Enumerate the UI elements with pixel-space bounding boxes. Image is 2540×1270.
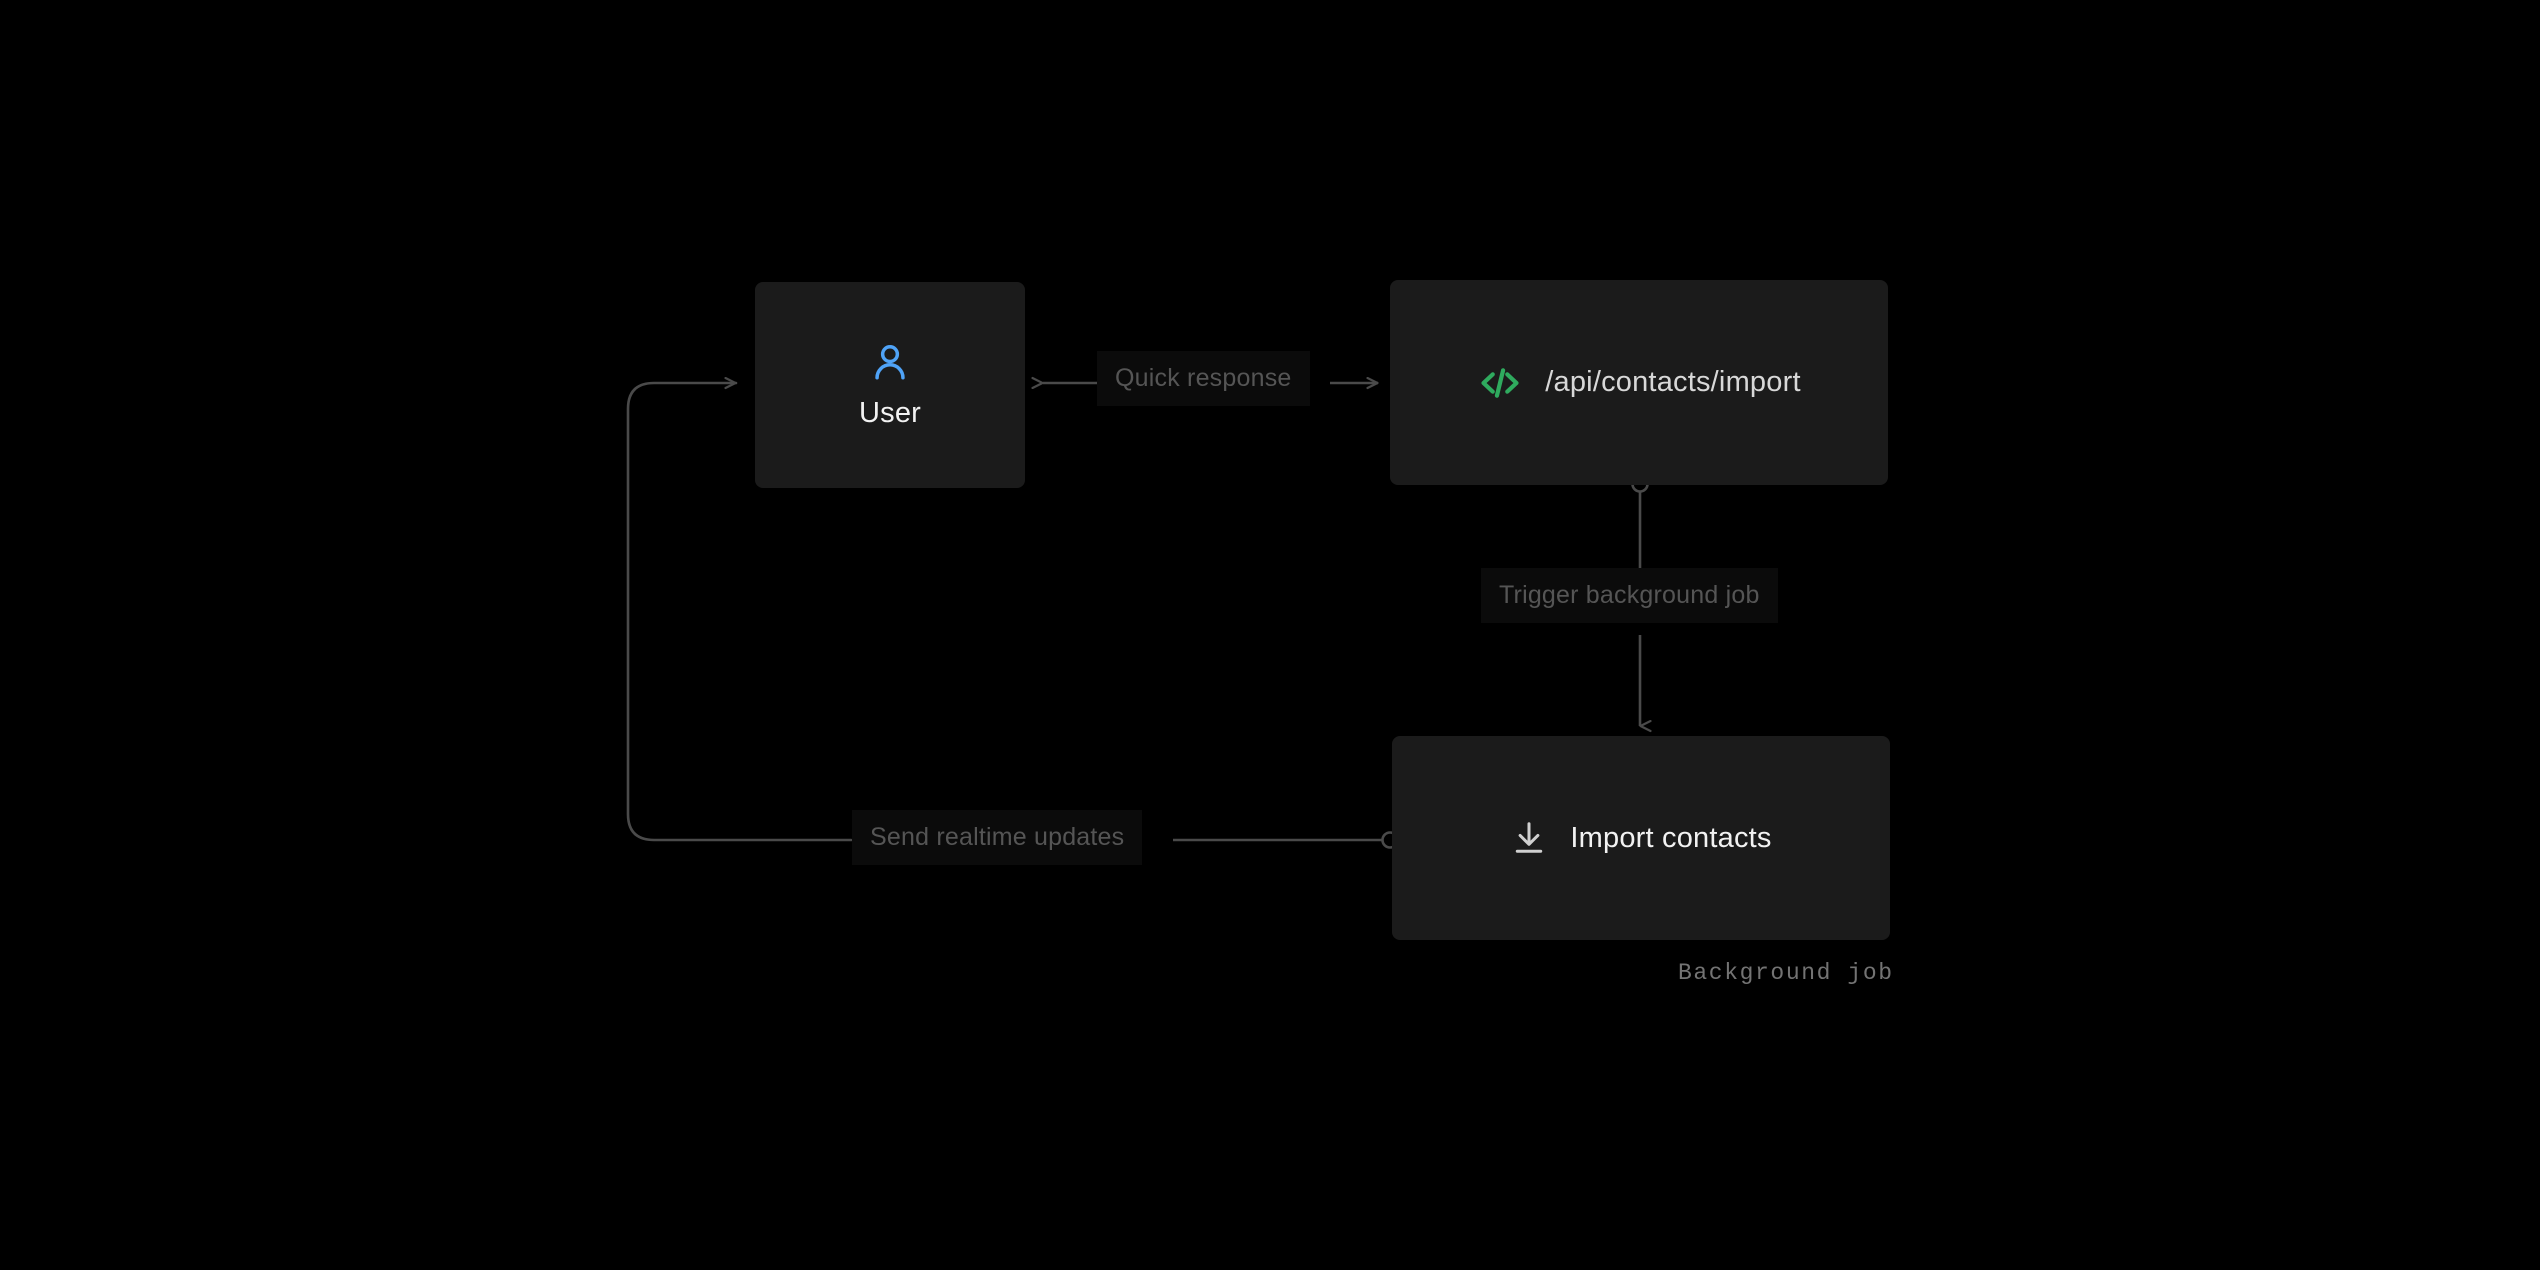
node-import-contacts-caption: Background job xyxy=(1678,960,1894,986)
node-user[interactable]: User xyxy=(755,282,1025,488)
node-import-contacts[interactable]: Import contacts xyxy=(1392,736,1890,940)
code-icon xyxy=(1477,360,1523,406)
edge-label-send-realtime-updates: Send realtime updates xyxy=(852,810,1143,865)
node-import-contacts-label: Import contacts xyxy=(1570,821,1772,854)
download-icon xyxy=(1510,819,1548,857)
node-user-label: User xyxy=(858,396,922,429)
edge-line-realtime-loop xyxy=(626,383,853,842)
edge-label-quick-response: Quick response xyxy=(1097,351,1310,406)
edge-job-to-user xyxy=(626,383,1399,849)
edge-label-trigger-background-job: Trigger background job xyxy=(1481,568,1778,623)
node-api-label: /api/contacts/import xyxy=(1545,366,1801,398)
node-api[interactable]: /api/contacts/import xyxy=(1390,280,1888,485)
user-icon xyxy=(869,341,911,383)
